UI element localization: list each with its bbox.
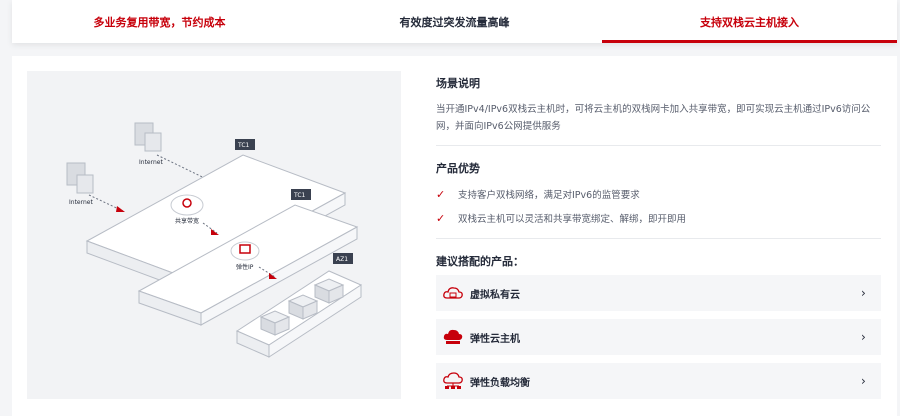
tab-burst-traffic[interactable]: 有效度过突发流量高峰 (399, 15, 510, 29)
tc1-tag-b (291, 189, 311, 200)
recommend-title: 建议搭配的产品： (436, 255, 524, 268)
advantage-item: ✓ 支持客户双栈网络，满足对IPv6的监管要求 (436, 182, 881, 206)
tab-dual-stack[interactable]: 支持双栈云主机接入 (602, 0, 897, 43)
content-panel: Internet Internet TC1 (12, 56, 897, 416)
load-balancer-icon (443, 372, 463, 389)
recommend-label: 弹性负载均衡 (470, 377, 530, 389)
tab-multi-business[interactable]: 多业务复用带宽，节约成本 (93, 15, 226, 29)
tc1-tag-a (235, 139, 255, 150)
tc1-label-a: TC1 (237, 142, 250, 149)
cloud-server-block-1 (259, 310, 291, 336)
recommend-label: 弹性云主机 (470, 333, 520, 345)
shared-bandwidth-icon (170, 194, 204, 216)
az1-tag (333, 253, 353, 264)
internet-server-icon-1 (134, 122, 162, 152)
arrow-head-2 (116, 206, 125, 212)
elastic-ip-label: 弹性IP (236, 263, 254, 271)
chevron-right-icon: › (861, 330, 866, 344)
cloud-server-icon (443, 329, 463, 344)
divider (436, 238, 881, 239)
cloud-server-block-3 (313, 278, 345, 304)
recommend-card-vpc[interactable]: 虚拟私有云 › (436, 275, 881, 311)
tc1-label-b: TC1 (293, 192, 306, 199)
scenario-diagram: Internet Internet TC1 (27, 71, 401, 399)
shared-bandwidth-label: 共享带宽 (175, 217, 199, 225)
flow-arrow-3 (202, 222, 218, 234)
recommend-card-elb[interactable]: 弹性负载均衡 › (436, 363, 881, 399)
cloud-vpc-icon (443, 287, 463, 299)
divider (436, 145, 881, 146)
internet-label-2: Internet (69, 199, 93, 206)
scene-description: 当开通IPv4/IPv6双栈云主机时，可将云主机的双栈网卡加入共享带宽，即可实现… (436, 104, 871, 132)
architecture-illustration: Internet Internet TC1 (66, 122, 363, 358)
flow-arrow-4 (258, 266, 276, 278)
check-icon: ✓ (436, 187, 446, 201)
advantage-text: 支持客户双栈网络，满足对IPv6的监管要求 (458, 190, 640, 201)
internet-server-icon-2 (66, 162, 94, 194)
advantages-list: ✓ 支持客户双栈网络，满足对IPv6的监管要求 ✓ 双栈云主机可以灵活和共享带宽… (436, 182, 881, 230)
advantage-item: ✓ 双栈云主机可以灵活和共享带宽绑定、解绑，即开即用 (436, 206, 881, 230)
chevron-right-icon: › (861, 286, 866, 300)
arrow-head-3 (211, 229, 219, 235)
az1-label: AZ1 (336, 256, 348, 263)
scenario-details: 场景说明 当开通IPv4/IPv6双栈云主机时，可将云主机的双栈网卡加入共享带宽… (436, 71, 881, 269)
chevron-right-icon: › (861, 374, 866, 388)
check-icon: ✓ (436, 211, 446, 225)
arrow-head-4 (269, 273, 277, 279)
elastic-ip-icon (230, 241, 260, 261)
internet-label-1: Internet (139, 159, 163, 166)
advantage-text: 双栈云主机可以灵活和共享带宽绑定、解绑，即开即用 (458, 214, 687, 225)
cloud-server-block-2 (287, 294, 319, 320)
scene-title: 场景说明 (436, 77, 480, 90)
recommend-label: 虚拟私有云 (470, 289, 520, 301)
advantages-title: 产品优势 (436, 162, 480, 175)
recommend-card-ecs[interactable]: 弹性云主机 › (436, 319, 881, 355)
tab-bar: 多业务复用带宽，节约成本 有效度过突发流量高峰 支持双栈云主机接入 (12, 0, 897, 43)
